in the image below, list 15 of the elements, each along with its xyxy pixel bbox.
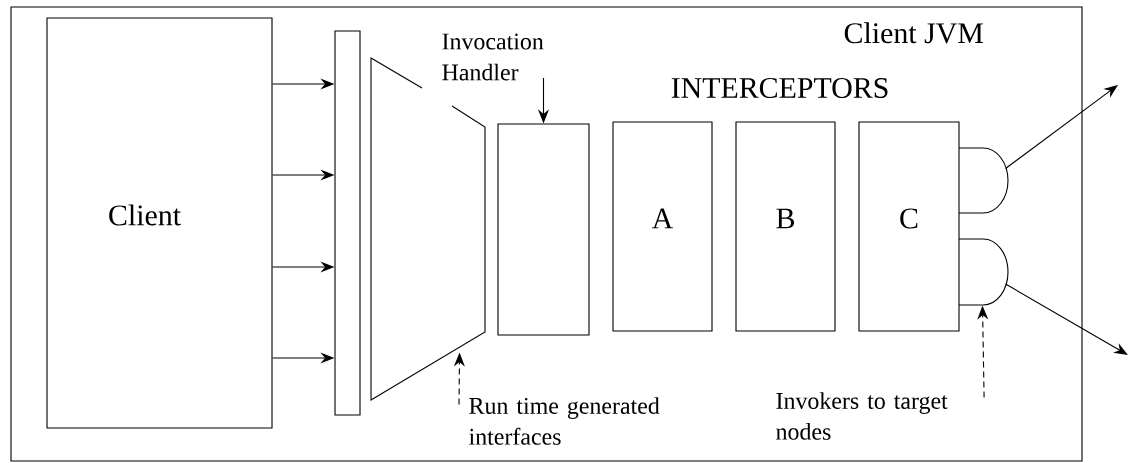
interceptor-box: A [612,121,713,332]
invoker-shape [958,147,1009,214]
note-text: Run time generated interfaces [469,397,660,445]
bar-shape [334,30,361,416]
note-text: Invocation Handler [442,33,544,81]
note-text: Invokers to target nodes [776,392,948,440]
interceptor-box: C [858,121,960,332]
invoker-shape [958,238,1009,306]
arrow [1005,283,1128,355]
interceptor-box: B [735,121,836,332]
heading: INTERCEPTORS [671,77,888,99]
client-box: Client [46,17,273,429]
handler-box [497,123,590,336]
arrow [1005,85,1118,170]
frame-title: Client JVM [844,22,983,44]
